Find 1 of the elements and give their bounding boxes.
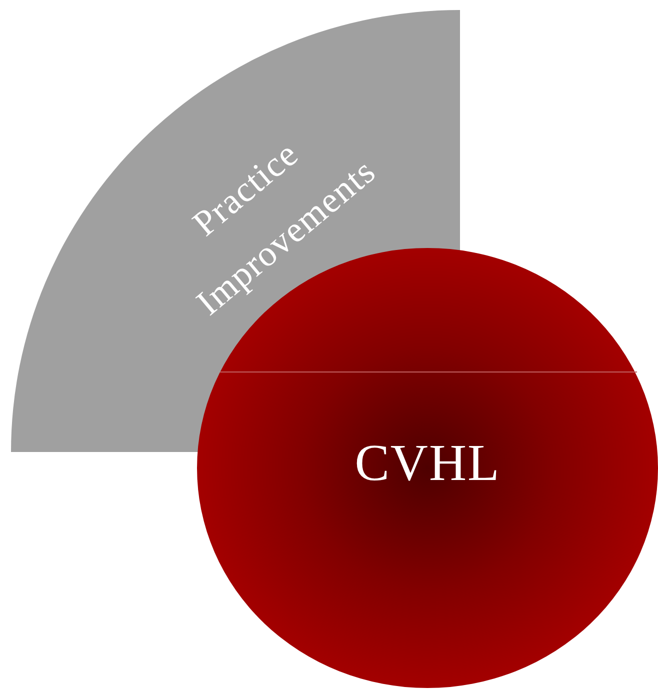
circle-label: CVHL bbox=[354, 434, 502, 494]
